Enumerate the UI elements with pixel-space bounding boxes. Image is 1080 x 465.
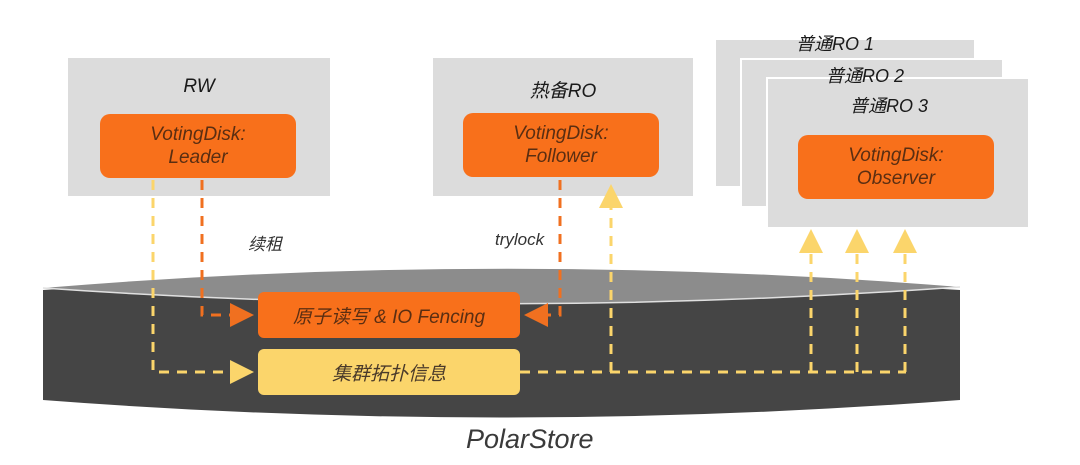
arrow-follower-trylock <box>524 180 562 327</box>
cluster-topology-label: 集群拓扑信息 <box>331 363 446 385</box>
ro2-title: 普通RO 2 <box>826 66 905 86</box>
ro3-node: VotingDisk: Observer <box>766 77 1028 227</box>
rw-votingdisk-leader: VotingDisk: Leader <box>100 114 296 178</box>
hot-ro-votingdisk-follower: VotingDisk: Follower <box>463 113 659 177</box>
ro3-role-line2: Observer <box>856 168 936 189</box>
cluster-topology-box: 集群拓扑信息 <box>258 349 520 395</box>
hot-ro-node: 热备RO VotingDisk: Follower <box>433 58 693 196</box>
atomic-io-label: 原子读写 & IO Fencing <box>292 306 486 328</box>
arrow-leader-renew <box>200 180 254 327</box>
rw-title: RW <box>183 76 215 97</box>
polarstore-label: PolarStore <box>466 424 594 454</box>
renew-lease-label: 续租 <box>248 235 282 254</box>
hot-ro-title: 热备RO <box>529 81 597 102</box>
arrow-rw-topology <box>151 180 254 384</box>
ro3-votingdisk-observer: VotingDisk: Observer <box>798 135 994 199</box>
hot-ro-role-line2: Follower <box>525 146 597 167</box>
rw-role-line1: VotingDisk: <box>150 124 246 145</box>
ro3-role-line1: VotingDisk: <box>848 145 944 166</box>
ro3-title: 普通RO 3 <box>850 96 929 116</box>
ro1-title: 普通RO 1 <box>796 34 875 54</box>
hot-ro-role-line1: VotingDisk: <box>513 123 609 144</box>
trylock-label: trylock <box>495 230 545 249</box>
rw-node: RW VotingDisk: Leader <box>68 58 330 196</box>
atomic-io-fencing-box: 原子读写 & IO Fencing <box>258 292 520 338</box>
rw-role-line2: Leader <box>168 147 228 168</box>
